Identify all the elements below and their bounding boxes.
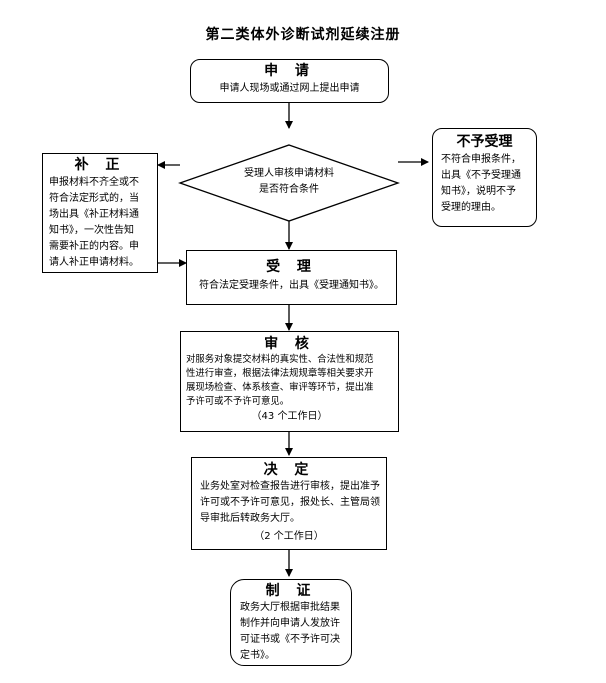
reject-box: 不予受理 不符合申报条件， 出具《不予受理通 知书》，说明不予 受理的理由。 [432,128,537,227]
supplement-line: 知书》，一次性告知 [49,225,134,236]
decide-box: 决 定 业务处室对检查报告进行审核，提出准予 许可或不予许可意见，报处长、主管局… [191,457,387,550]
certificate-line: 政务大厅根据审批结果 [240,602,340,613]
supplement-heading: 补 正 [74,157,126,173]
supplement-box: 补 正 申报材料不齐全或不 符合法定形式的，当 场出具《补正材料通 知书》，一次… [42,153,158,273]
reject-line: 不符合申报条件， [441,154,521,165]
page-title: 第二类体外诊断试剂延续注册 [205,27,401,43]
audit-box: 审 核 对服务对象提交材料的真实性、合法性和规范 性进行审查，根据法律法规规章等… [180,331,399,432]
audit-days: （43 个工作日） [251,411,328,422]
accept-heading: 受 理 [266,259,317,275]
supplement-line: 需要补正的内容。申 [49,241,139,252]
supplement-line: 场出具《补正材料通 [49,209,139,220]
certificate-line: 定书》。 [240,650,275,661]
supplement-line: 申报材料不齐全或不 [49,177,139,188]
certificate-heading: 制 证 [265,583,317,599]
apply-box: 申 请 申请人现场或通过网上提出申请 [190,59,389,103]
accept-box: 受 理 符合法定受理条件，出具《受理通知书》。 [186,250,397,305]
supplement-line: 请人补正申请材料。 [49,257,139,268]
certificate-line: 可证书或《不予许可决 [240,634,340,645]
decide-line: 业务处室对检查报告进行审核，提出准予 [200,481,380,492]
audit-line: 性进行审查，根据法律法规规章等相关要求开 [186,368,374,379]
apply-text: 申请人现场或通过网上提出申请 [219,83,360,94]
audit-line: 予许可或不予许可意见。 [186,396,290,407]
supplement-line: 符合法定形式的，当 [49,193,139,204]
decide-days: （2 个工作日） [254,531,324,542]
decide-heading: 决 定 [263,462,315,478]
certificate-box: 制 证 政务大厅根据审批结果 制作并向申请人发放许 可证书或《不予许可决 定书》… [230,579,352,666]
review-line-2: 是否符合条件 [259,184,319,195]
reject-line: 受理的理由。 [441,202,501,213]
audit-heading: 审 核 [264,336,315,352]
decide-line: 导审批后转政务大厅。 [200,513,300,524]
apply-heading: 申 请 [264,63,315,79]
audit-line: 对服务对象提交材料的真实性、合法性和规范 [186,354,374,365]
reject-line: 知书》，说明不予 [441,186,516,197]
accept-text: 符合法定受理条件，出具《受理通知书》。 [199,280,384,291]
review-line-1: 受理人审核申请材料 [244,168,334,179]
review-question: 受理人审核申请材料 是否符合条件 [200,166,378,198]
audit-line: 展现场检查、体系核查、审评等环节，提出准 [186,382,374,393]
reject-line: 出具《不予受理通 [441,170,521,181]
certificate-line: 制作并向申请人发放许 [240,618,340,629]
reject-heading: 不予受理 [456,134,513,150]
decide-line: 许可或不予许可意见，报处长、主管局领 [200,497,380,508]
